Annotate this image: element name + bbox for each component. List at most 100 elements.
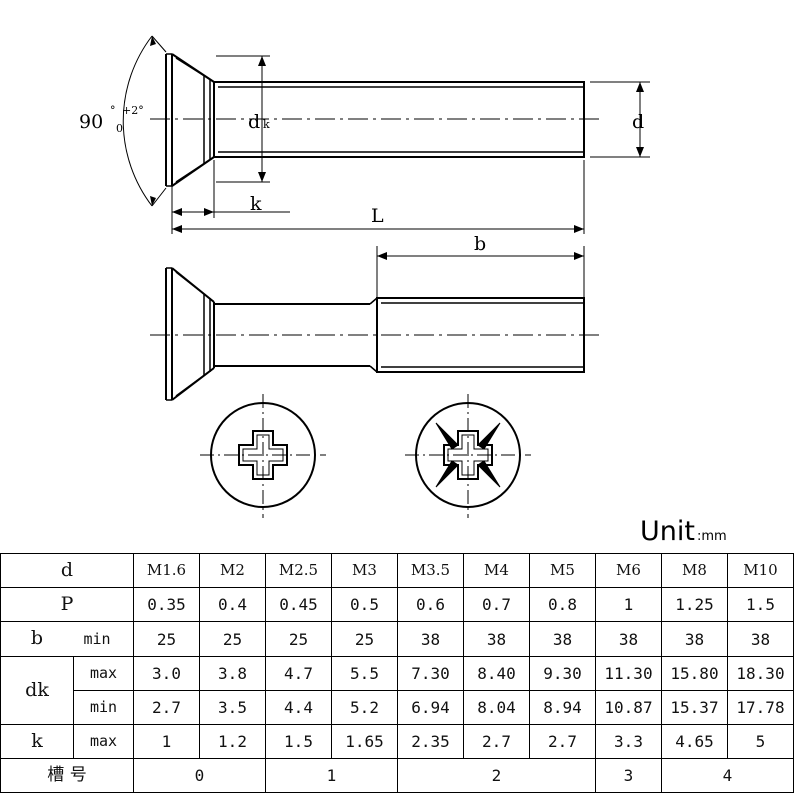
screw-side-view-top — [150, 53, 600, 187]
value-cell: 0.8 — [529, 587, 596, 622]
value-cell: 0.7 — [463, 587, 530, 622]
unit-text: Unit — [640, 516, 695, 547]
value-cell: 25 — [133, 621, 200, 657]
value-cell: 1.5 — [265, 724, 332, 759]
value-cell: 1 — [595, 587, 662, 622]
value-cell: 1.25 — [661, 587, 728, 622]
size-cell: M2.5 — [265, 553, 332, 588]
size-cell: M2 — [199, 553, 266, 588]
angle-label: 90 — [79, 111, 103, 133]
value-cell: 1.2 — [199, 724, 266, 759]
value-cell: 5 — [727, 724, 794, 759]
value-cell: 0.35 — [133, 587, 200, 622]
value-cell: 17.78 — [727, 690, 794, 725]
row-p-label: P — [0, 587, 134, 622]
value-cell: 0.4 — [199, 587, 266, 622]
row-dk-max: dk max 3.0 3.8 4.7 5.5 7.30 8.40 9.30 11… — [0, 656, 794, 725]
dimension-k-L — [171, 160, 585, 234]
row-dk-label: dk — [0, 656, 74, 725]
size-cell: M3.5 — [397, 553, 464, 588]
row-slot-label: 槽 号 — [0, 758, 134, 793]
value-cell: 15.37 — [661, 690, 728, 725]
row-b-label: b — [30, 627, 44, 649]
value-cell: 8.04 — [463, 690, 530, 725]
row-k-sub: max — [73, 724, 134, 759]
label-d: d — [632, 111, 644, 133]
value-cell: 38 — [529, 621, 596, 657]
value-cell: 38 — [397, 621, 464, 657]
row-dk-min-sub: min — [73, 690, 134, 725]
row-b: b min 25 25 25 25 38 38 38 38 38 38 — [0, 621, 794, 657]
row-dk-max-sub: max — [73, 656, 134, 691]
value-cell: 4.7 — [265, 656, 332, 691]
value-cell: 38 — [661, 621, 728, 657]
value-cell: 3.0 — [133, 656, 200, 691]
value-cell: 15.80 — [661, 656, 728, 691]
row-b-sub: min — [83, 630, 111, 648]
unit-suffix: :mm — [696, 529, 727, 544]
value-cell: 2.7 — [529, 724, 596, 759]
screw-side-view-bottom — [150, 267, 600, 401]
slot-cell: 1 — [265, 758, 398, 793]
dimension-dk — [216, 55, 270, 183]
value-cell: 0.5 — [331, 587, 398, 622]
spec-table: d M1.6 M2 M2.5 M3 M3.5 M4 M5 M6 M8 M10 P… — [0, 553, 794, 793]
value-cell: 3.8 — [199, 656, 266, 691]
label-b: b — [474, 233, 486, 255]
value-cell: 25 — [199, 621, 266, 657]
value-cell: 2.7 — [133, 690, 200, 725]
label-k: k — [250, 193, 262, 215]
angle-deg: ° — [110, 104, 116, 117]
size-cell: M5 — [529, 553, 596, 588]
value-cell: 4.65 — [661, 724, 728, 759]
label-dk-sub: k — [263, 118, 270, 131]
value-cell: 10.87 — [595, 690, 662, 725]
value-cell: 18.30 — [727, 656, 794, 691]
value-cell: 5.5 — [331, 656, 398, 691]
size-cell: M1.6 — [133, 553, 200, 588]
phillips-head-view — [200, 394, 326, 518]
value-cell: 3.5 — [199, 690, 266, 725]
value-cell: 4.4 — [265, 690, 332, 725]
value-cell: 2.7 — [463, 724, 530, 759]
size-cell: M10 — [727, 553, 794, 588]
angle-tolerance-lower: 0 — [116, 122, 123, 135]
row-d-label: d — [0, 553, 134, 588]
value-cell: 7.30 — [397, 656, 464, 691]
value-cell: 25 — [331, 621, 398, 657]
row-slot: 槽 号 0 1 2 3 4 — [0, 758, 794, 793]
value-cell: 5.2 — [331, 690, 398, 725]
angle-dimension — [122, 35, 167, 207]
row-p: P 0.35 0.4 0.45 0.5 0.6 0.7 0.8 1 1.25 1… — [0, 587, 794, 622]
value-cell: 0.45 — [265, 587, 332, 622]
value-cell: 1.5 — [727, 587, 794, 622]
angle-tolerance-upper: +2° — [122, 104, 144, 117]
screw-technical-drawing: 90 ° +2° 0 d d k k L b — [79, 35, 650, 518]
slot-cell: 4 — [661, 758, 794, 793]
value-cell: 6.94 — [397, 690, 464, 725]
label-L: L — [371, 205, 384, 227]
size-cell: M6 — [595, 553, 662, 588]
slot-cell: 2 — [397, 758, 596, 793]
slot-cell: 0 — [133, 758, 266, 793]
dimension-b — [376, 246, 585, 298]
size-cell: M4 — [463, 553, 530, 588]
value-cell: 38 — [463, 621, 530, 657]
value-cell: 8.40 — [463, 656, 530, 691]
row-k: k max 1 1.2 1.5 1.65 2.35 2.7 2.7 3.3 4.… — [0, 724, 794, 759]
row-d: d M1.6 M2 M2.5 M3 M3.5 M4 M5 M6 M8 M10 — [0, 553, 794, 588]
value-cell: 38 — [595, 621, 662, 657]
value-cell: 25 — [265, 621, 332, 657]
value-cell: 0.6 — [397, 587, 464, 622]
size-cell: M8 — [661, 553, 728, 588]
size-cell: M3 — [331, 553, 398, 588]
slot-cell: 3 — [595, 758, 662, 793]
row-dk-min: min 2.7 3.5 4.4 5.2 6.94 8.04 8.94 10.87… — [1, 690, 794, 725]
label-dk: d — [248, 111, 260, 133]
value-cell: 11.30 — [595, 656, 662, 691]
value-cell: 38 — [727, 621, 794, 657]
value-cell: 9.30 — [529, 656, 596, 691]
value-cell: 1 — [133, 724, 200, 759]
row-b-header: b min — [0, 621, 134, 657]
value-cell: 3.3 — [595, 724, 662, 759]
